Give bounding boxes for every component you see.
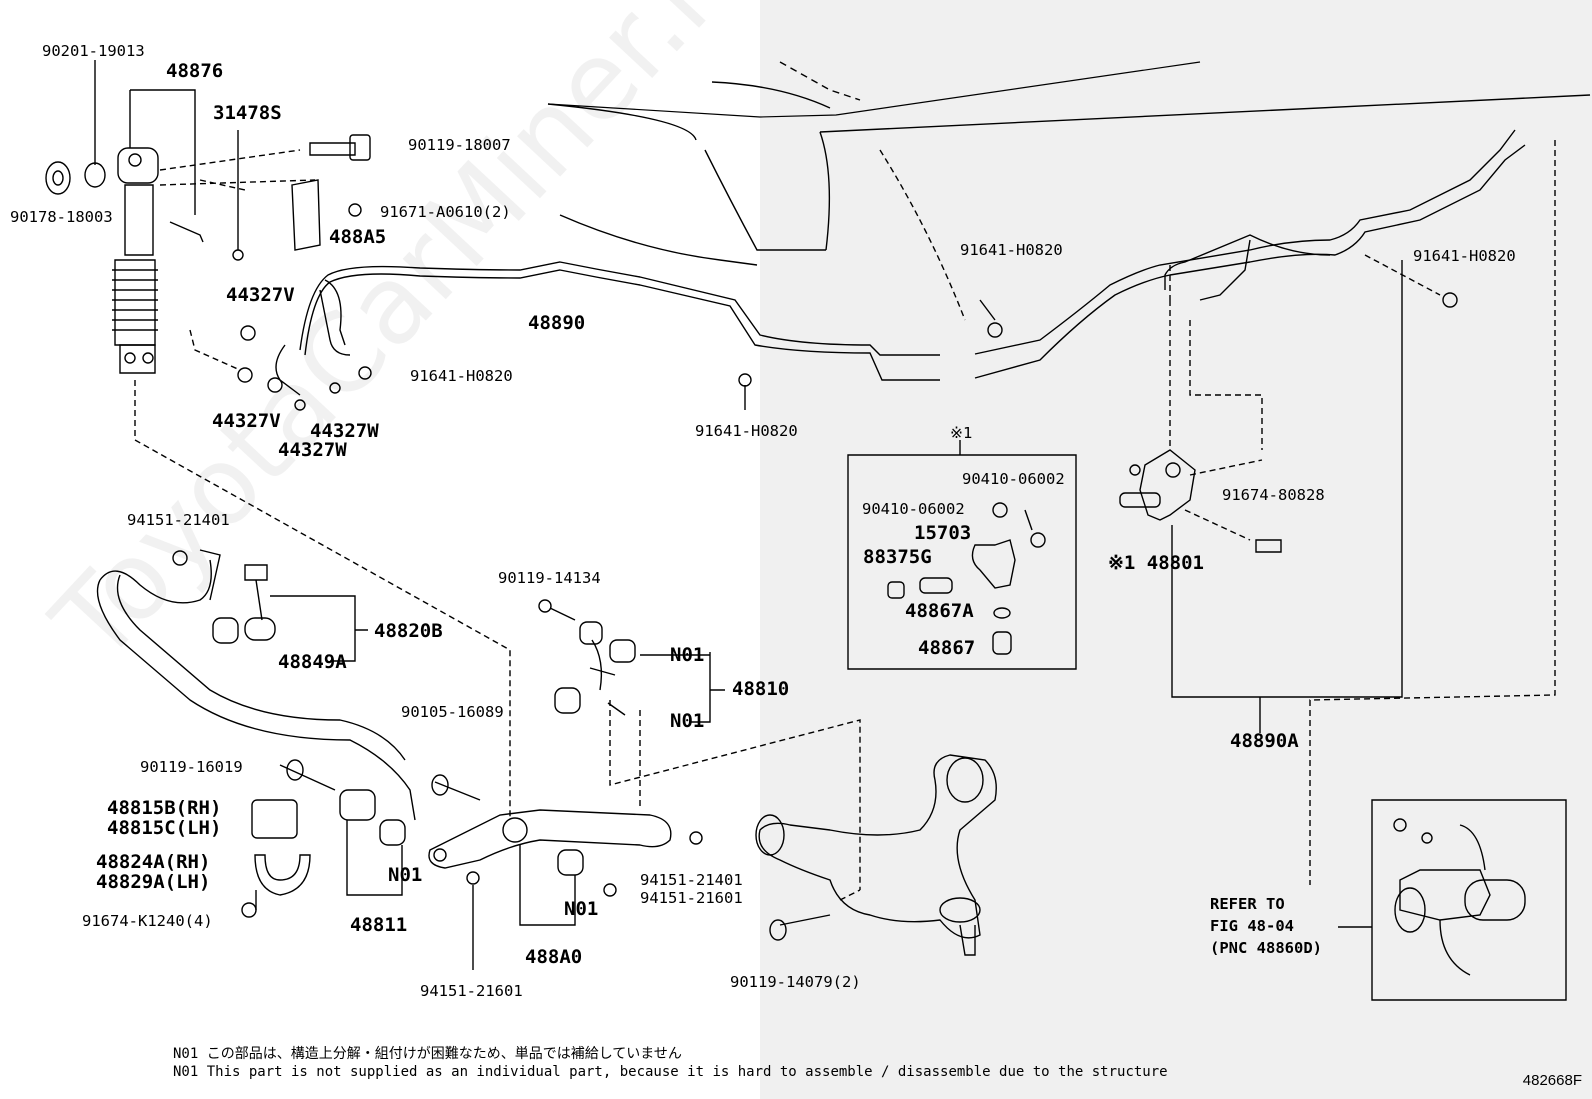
part-label: 44327V [226,284,295,306]
part-label: 91671-A0610(2) [380,203,511,221]
part-label: 91674-K1240(4) [82,912,213,930]
part-label: 44327W [278,439,347,461]
part-label: N01 [388,864,423,886]
part-label: 90410-06002 [862,500,965,518]
part-label: 48820B [374,620,443,642]
part-label: 88375G [863,546,932,568]
part-label: 90201-19013 [42,42,145,60]
part-label: N01 [670,644,705,666]
part-label: 31478S [213,102,282,124]
part-label: 90119-14134 [498,569,601,587]
part-label: 94151-21601 [640,889,743,907]
part-label: 488A0 [525,946,583,968]
part-label: 48815B(RH) [107,797,222,819]
part-label: 48876 [166,60,224,82]
part-label: N01 [670,710,705,732]
part-label: 44327V [212,410,281,432]
part-label: 48811 [350,914,408,936]
footnote-japanese: N01 この部品は、構造上分解・組付けが困難なため、単品では補給していません [173,1046,682,1062]
part-label: 15703 [914,522,972,544]
part-label: 48867A [905,600,974,622]
footnote-english: N01 This part is not supplied as an indi… [173,1064,1168,1080]
part-label: 91674-80828 [1222,486,1325,504]
part-label: 91641-H0820 [410,367,513,385]
part-label: 48810 [732,678,790,700]
part-label: 90119-14079(2) [730,973,861,991]
part-label: 48890 [528,312,586,334]
part-label: 91641-H0820 [960,241,1063,259]
refer-text: (PNC 48860D) [1210,939,1322,957]
part-label: 90119-16019 [140,758,243,776]
part-label: 48867 [918,637,976,659]
part-label: 94151-21401 [640,871,743,889]
part-label: 48824A(RH) [96,851,211,873]
part-label: 90105-16089 [401,703,504,721]
part-label: 48815C(LH) [107,817,222,839]
part-label: N01 [564,898,599,920]
part-label: 48849A [278,651,347,673]
part-label: 48890A [1230,730,1299,752]
part-label: 90178-18003 [10,208,113,226]
part-label: 90410-06002 [962,470,1065,488]
refer-text: FIG 48-04 [1210,917,1294,935]
gray-background-panel [760,0,1592,1099]
kit-marker: ※1 [950,424,973,442]
part-label: 90119-18007 [408,136,511,154]
part-label: 91641-H0820 [1413,247,1516,265]
part-label: 44327W [310,420,379,442]
part-label: ※1 48801 [1108,552,1204,574]
figure-id: 482668F [1522,1072,1582,1089]
part-label: 91641-H0820 [695,422,798,440]
part-label: 94151-21401 [127,511,230,529]
part-label: 48829A(LH) [96,871,211,893]
refer-text: REFER TO [1210,895,1285,913]
part-label: 488A5 [329,226,387,248]
part-label: 94151-21601 [420,982,523,1000]
